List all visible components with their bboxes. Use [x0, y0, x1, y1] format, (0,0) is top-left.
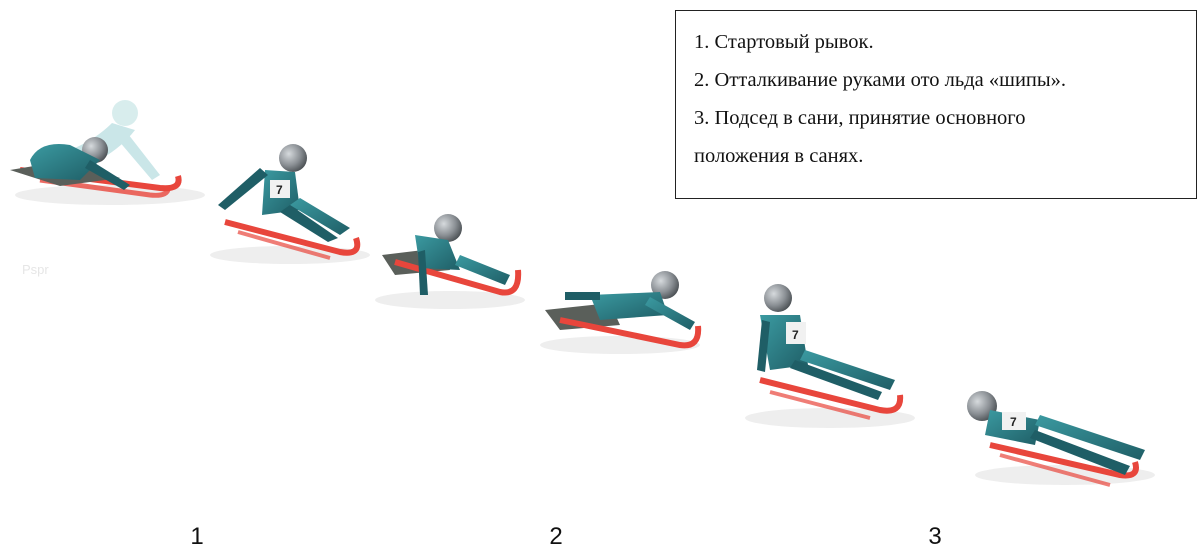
bib-number: 7 — [1010, 415, 1017, 429]
phase-number-1: 1 — [182, 523, 212, 551]
helmet — [279, 144, 307, 172]
athlete-start-group — [10, 100, 205, 205]
legend-item-2: 2. Отталкивание руками ото льда «шипы». — [694, 61, 1196, 99]
athlete-5-group: 7 — [967, 391, 1155, 485]
ghost-arm — [118, 130, 160, 180]
phase-number-3: 3 — [920, 523, 950, 551]
bib-number: 7 — [792, 328, 799, 342]
legend-item-3: 3. Подсед в сани, принятие основного — [694, 99, 1196, 137]
legend-item-1: 1. Стартовый рывок. — [694, 23, 1196, 61]
arm — [218, 168, 268, 210]
helmet — [112, 100, 138, 126]
legend-item-3-continued: положения в санях. — [694, 137, 1196, 175]
legend-box: 1. Стартовый рывок. 2. Отталкивание рука… — [675, 10, 1197, 199]
phase-number-2: 2 — [541, 523, 571, 551]
athlete-4-group: 7 — [745, 284, 915, 428]
faint-watermark-text: Pspr — [22, 262, 49, 277]
bib-number: 7 — [276, 183, 283, 197]
athlete-2-group — [375, 214, 525, 309]
helmet — [764, 284, 792, 312]
helmet — [434, 214, 462, 242]
athlete-3-group — [540, 271, 700, 354]
athlete-1-group: 7 — [210, 144, 370, 264]
arm — [565, 292, 600, 300]
